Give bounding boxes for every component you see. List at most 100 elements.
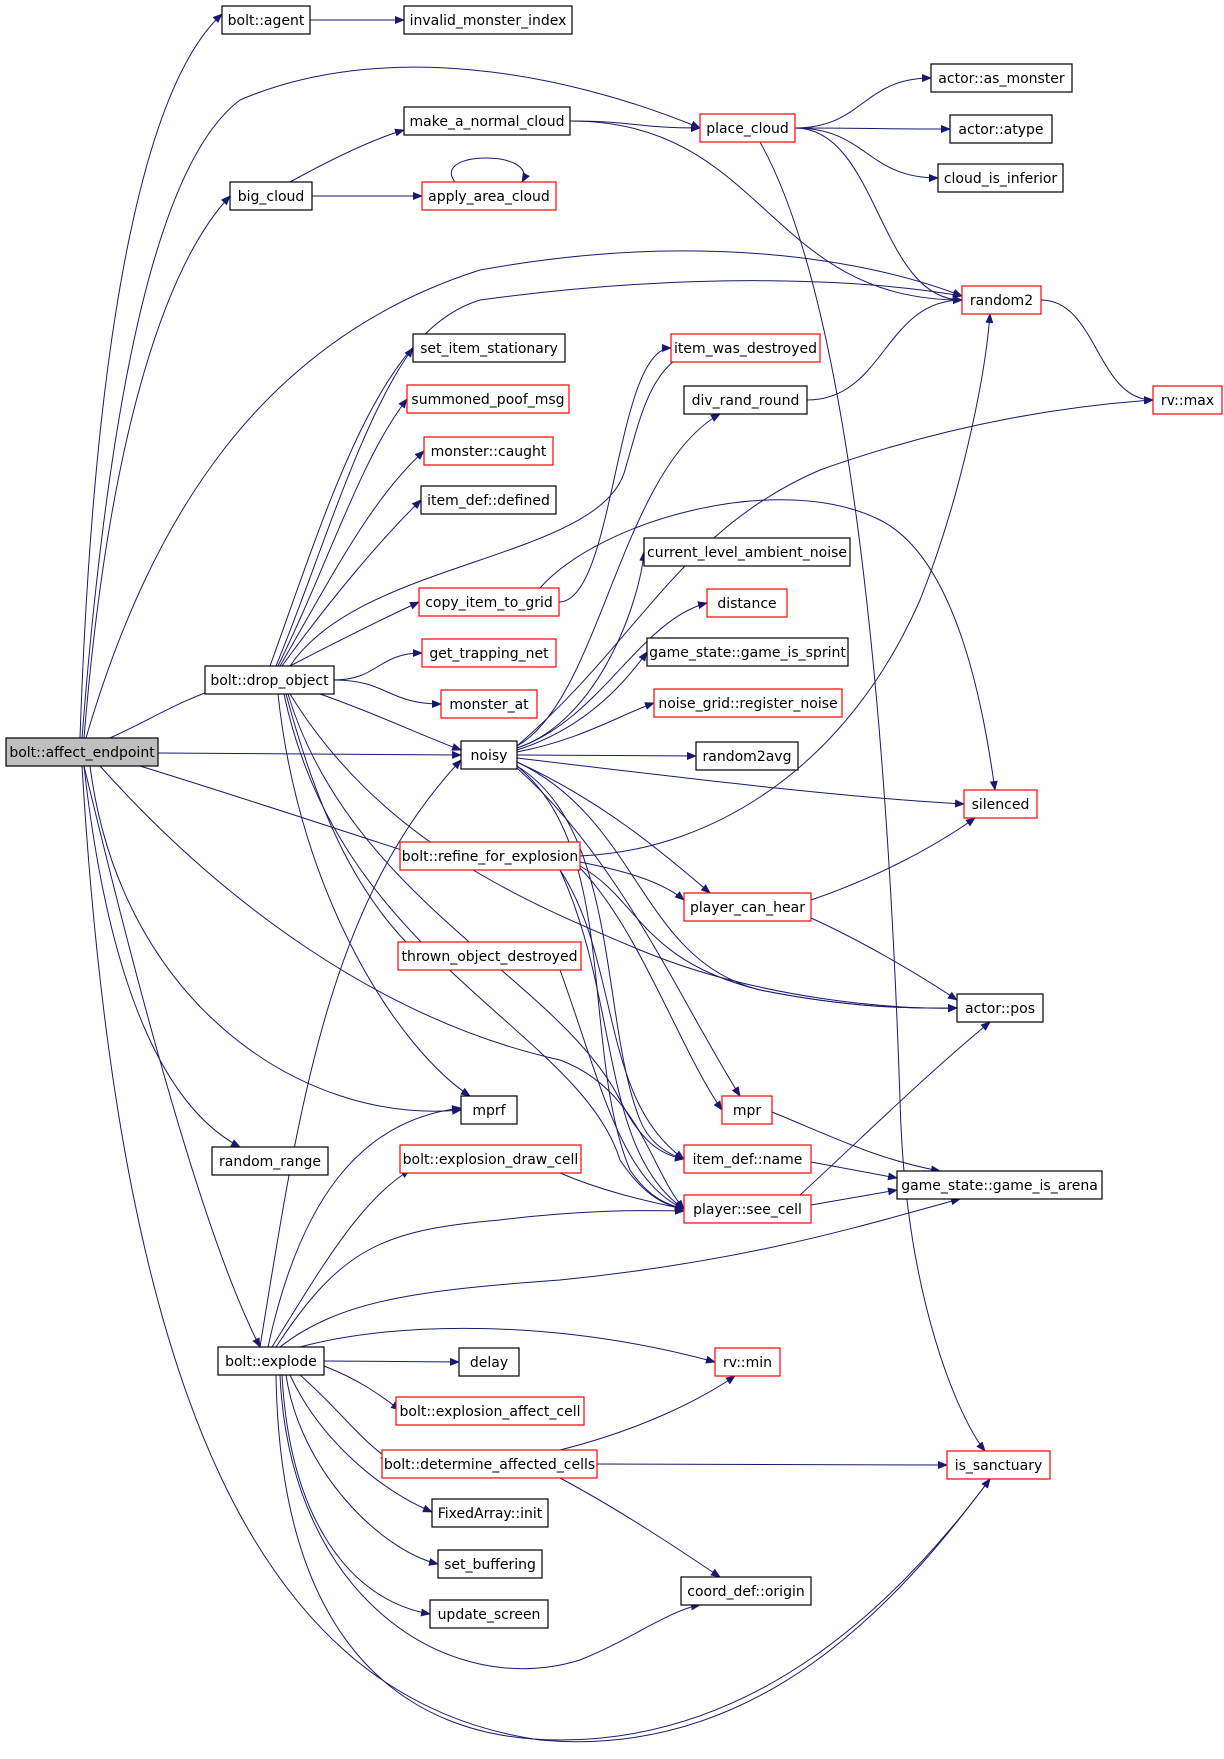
node-label: summoned_poof_msg [411, 392, 564, 408]
node-cloud-is-inferior[interactable]: cloud_is_inferior [937, 163, 1064, 193]
node-label: bolt::affect_endpoint [9, 745, 155, 761]
node-label: distance [717, 596, 776, 612]
node-box [440, 689, 538, 719]
node-game-is-sprint[interactable]: game_state::game_is_sprint [646, 637, 849, 667]
edge-noisy-to-distance [516, 601, 708, 749]
node-summoned-poof-msg[interactable]: summoned_poof_msg [406, 384, 570, 414]
node-determine-affected-cells[interactable]: bolt::determine_affected_cells [381, 1449, 598, 1479]
node-label: player::see_cell [693, 1202, 802, 1218]
node-actor-pos[interactable]: actor::pos [956, 993, 1044, 1023]
node-apply-area-cloud[interactable]: apply_area_cloud [421, 181, 557, 211]
node-item-def-name[interactable]: item_def::name [683, 1144, 812, 1174]
node-atype[interactable]: actor::atype [949, 114, 1053, 144]
node-label: current_level_ambient_noise [647, 545, 847, 561]
node-label: bolt::explosion_draw_cell [403, 1152, 579, 1168]
node-set-buffering[interactable]: set_buffering [437, 1549, 543, 1579]
node-box [431, 1498, 549, 1528]
node-box [395, 1396, 585, 1426]
edge-place_cloud-to-as_monster [794, 74, 932, 129]
node-big-cloud[interactable]: big_cloud [229, 181, 313, 211]
node-explosion-affect-cell[interactable]: bolt::explosion_affect_cell [395, 1396, 585, 1426]
node-rv-max[interactable]: rv::max [1152, 385, 1223, 415]
edge-player_see_cell-to-game_is_arena [810, 1187, 898, 1206]
node-label: cloud_is_inferior [944, 171, 1058, 187]
edge-affect_endpoint-to-mprf [89, 765, 462, 1115]
node-item-was-destroyed[interactable]: item_was_destroyed [670, 333, 821, 363]
node-box [406, 384, 570, 414]
edge-mpr-to-game_is_arena [771, 1111, 941, 1174]
node-box [418, 587, 560, 617]
edge-drop_object-to-item_def_name [287, 693, 685, 1162]
node-label: noisy [471, 748, 508, 764]
node-invalid-monster-index[interactable]: invalid_monster_index [403, 5, 573, 35]
edge-place_cloud-to-random2 [794, 127, 963, 304]
node-refine-for-explosion[interactable]: bolt::refine_for_explosion [399, 841, 581, 871]
edge-refine_for_explosion-to-player_can_hear [579, 861, 685, 901]
edge-explode-to-explosion_draw_cell [271, 1169, 411, 1348]
node-box [963, 789, 1038, 819]
node-game-is-arena[interactable]: game_state::game_is_arena [896, 1170, 1103, 1200]
edge-noisy-to-player_see_cell [516, 765, 685, 1211]
node-as-monster[interactable]: actor::as_monster [930, 63, 1073, 93]
edge-make_a_normal_cloud-to-random2 [569, 120, 963, 304]
node-label: is_sanctuary [955, 1458, 1043, 1474]
edge-drop_object-to-summoned_poof_msg [277, 398, 408, 667]
node-agent[interactable]: bolt::agent [221, 5, 311, 35]
node-player-see-cell[interactable]: player::see_cell [683, 1194, 812, 1224]
node-mpr[interactable]: mpr [721, 1095, 773, 1125]
node-distance[interactable]: distance [706, 588, 788, 618]
edge-affect_endpoint-to-random2 [85, 250, 963, 739]
node-place-cloud[interactable]: place_cloud [699, 113, 796, 143]
node-get-trapping-net[interactable]: get_trapping_net [421, 638, 557, 668]
node-rv-min[interactable]: rv::min [714, 1347, 781, 1377]
edge-affect_endpoint-to-random_range [83, 765, 241, 1148]
edge-drop_object-to-player_see_cell [283, 693, 685, 1212]
node-box [956, 993, 1044, 1023]
node-player-can-hear[interactable]: player_can_hear [683, 892, 812, 922]
edge-noisy-to-silenced [516, 757, 965, 808]
node-noisy[interactable]: noisy [460, 740, 518, 770]
node-box [683, 385, 808, 415]
node-monster-caught[interactable]: monster::caught [423, 436, 554, 466]
node-box [421, 181, 557, 211]
node-label: mpr [733, 1103, 762, 1119]
node-random2avg[interactable]: random2avg [695, 741, 799, 771]
node-affect-endpoint[interactable]: bolt::affect_endpoint [5, 737, 159, 767]
node-make-a-normal-cloud[interactable]: make_a_normal_cloud [403, 106, 571, 136]
node-mprf[interactable]: mprf [460, 1095, 518, 1125]
node-label: bolt::refine_for_explosion [402, 849, 579, 865]
node-monster-at[interactable]: monster_at [440, 689, 538, 719]
node-item-def-defined[interactable]: item_def::defined [420, 485, 557, 515]
node-random2[interactable]: random2 [961, 285, 1042, 315]
node-div-rand-round[interactable]: div_rand_round [683, 385, 808, 415]
edge-explode-to-determine_affected_cells [299, 1374, 391, 1461]
node-label: random2avg [703, 749, 792, 765]
node-explosion-draw-cell[interactable]: bolt::explosion_draw_cell [399, 1144, 582, 1174]
node-set-item-stationary[interactable]: set_item_stationary [412, 333, 566, 363]
node-coord-origin[interactable]: coord_def::origin [680, 1576, 812, 1606]
edge-determine_affected_cells-to-coord_origin [559, 1477, 721, 1578]
node-is-sanctuary[interactable]: is_sanctuary [946, 1450, 1051, 1480]
node-box [930, 63, 1073, 93]
node-delay[interactable]: delay [458, 1347, 520, 1377]
node-box [204, 665, 335, 695]
edge-explode-to-coord_origin [279, 1374, 701, 1669]
node-box [420, 485, 557, 515]
edge-explode-to-noisy [259, 759, 462, 1348]
node-label: coord_def::origin [687, 1584, 804, 1600]
node-fixedarray-init[interactable]: FixedArray::init [431, 1498, 549, 1528]
node-thrown-object-destroyed[interactable]: thrown_object_destroyed [397, 941, 582, 971]
node-update-screen[interactable]: update_screen [429, 1599, 549, 1629]
edge-refine_for_explosion-to-item_def_name [559, 869, 685, 1160]
node-label: invalid_monster_index [410, 13, 567, 29]
node-explode[interactable]: bolt::explode [217, 1346, 325, 1376]
node-silenced[interactable]: silenced [963, 789, 1038, 819]
node-register-noise[interactable]: noise_grid::register_noise [653, 688, 843, 718]
node-random-range[interactable]: random_range [211, 1146, 329, 1176]
node-current-level-ambient-noise[interactable]: current_level_ambient_noise [643, 537, 851, 567]
node-box [399, 1144, 582, 1174]
node-drop-object[interactable]: bolt::drop_object [204, 665, 335, 695]
node-label: copy_item_to_grid [425, 595, 553, 611]
node-copy-item-to-grid[interactable]: copy_item_to_grid [418, 587, 560, 617]
node-label: bolt::determine_affected_cells [384, 1457, 595, 1473]
